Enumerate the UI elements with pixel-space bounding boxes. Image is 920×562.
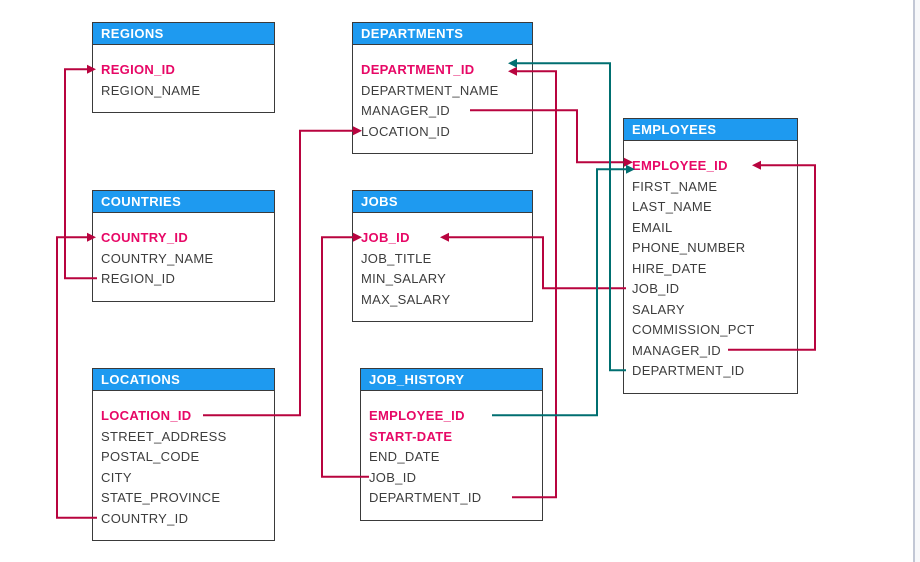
column-country_name: COUNTRY_NAME	[101, 250, 214, 266]
column-email: EMAIL	[632, 219, 673, 235]
table-title: JOB_HISTORY	[369, 372, 465, 387]
column-postal_code: POSTAL_CODE	[101, 449, 200, 464]
page-gutter	[915, 0, 920, 562]
column-min_salary: MIN_SALARY	[361, 271, 447, 286]
table-header-locations: LOCATIONS	[93, 369, 274, 391]
column-state_province: STATE_PROVINCE	[101, 490, 221, 505]
page-edge-line	[913, 0, 915, 562]
pk-column-department_id: DEPARTMENT_ID	[361, 62, 475, 77]
table-title: COUNTRIES	[101, 194, 182, 209]
column-manager_id: MANAGER_ID	[361, 103, 450, 118]
column-job_title: JOB_TITLE	[361, 250, 432, 266]
column-phone_number: PHONE_NUMBER	[632, 240, 746, 255]
table-body-countries: COUNTRY_ID COUNTRY_NAME REGION_ID	[93, 213, 274, 301]
table-body-jobs: JOB_ID JOB_TITLE MIN_SALARY MAX_SALARY	[353, 213, 532, 321]
column-department_id: DEPARTMENT_ID	[369, 490, 482, 505]
column-max_salary: MAX_SALARY	[361, 291, 451, 307]
column-job_id: JOB_ID	[632, 281, 680, 296]
table-body-departments: DEPARTMENT_ID DEPARTMENT_NAME MANAGER_ID LO…	[353, 45, 532, 153]
column-job_id: JOB_ID	[369, 469, 417, 485]
pk-column-region_id: REGION_ID	[101, 62, 176, 77]
column-last_name: LAST_NAME	[632, 199, 713, 214]
table-header-jobs: JOBS	[353, 191, 532, 213]
column-commission_pct: COMMISSION_PCT	[632, 322, 755, 337]
column-country_id: COUNTRY_ID	[101, 510, 189, 526]
pk-column-employee_id: EMPLOYEE_ID	[369, 408, 465, 423]
pk-column-location_id: LOCATION_ID	[101, 408, 192, 423]
table-header-departments: DEPARTMENTS	[353, 23, 532, 45]
pk-column-start-date: START-DATE	[369, 428, 453, 444]
column-first_name: FIRST_NAME	[632, 178, 718, 194]
table-title: EMPLOYEES	[632, 122, 717, 137]
column-department_name: DEPARTMENT_NAME	[361, 82, 499, 98]
table-header-job_history: JOB_HISTORY	[361, 369, 542, 391]
table-countries: COUNTRIES COUNTRY_ID COUNTRY_NAME REGION_ID	[92, 190, 275, 302]
table-jobs: JOBS JOB_ID JOB_TITLE MIN_SALARY MAX_SALARY	[352, 190, 533, 322]
table-body-job_history: EMPLOYEE_ID START-DATE END_DATE JOB_ID DEPAR…	[361, 391, 542, 520]
table-header-employees: EMPLOYEES	[624, 119, 797, 141]
pk-column-employee_id: EMPLOYEE_ID	[632, 158, 728, 173]
table-title: DEPARTMENTS	[361, 26, 464, 41]
column-hire_date: HIRE_DATE	[632, 260, 707, 276]
table-regions: REGIONS REGION_ID REGION_NAME	[92, 22, 275, 113]
table-departments: DEPARTMENTS DEPARTMENT_ID DEPARTMENT_NAME M…	[352, 22, 533, 154]
column-street_address: STREET_ADDRESS	[101, 428, 227, 444]
column-city: CITY	[101, 469, 132, 485]
pk-column-country_id: COUNTRY_ID	[101, 230, 189, 245]
relationship-locations-country_id-to-countries-country_id	[56, 232, 97, 519]
table-body-locations: LOCATION_ID STREET_ADDRESS POSTAL_CODE CITY…	[93, 391, 274, 540]
table-header-regions: REGIONS	[93, 23, 274, 45]
table-job_history: JOB_HISTORY EMPLOYEE_ID START-DATE END_DATE…	[360, 368, 543, 521]
table-body-regions: REGION_ID REGION_NAME	[93, 45, 274, 112]
table-header-countries: COUNTRIES	[93, 191, 274, 213]
column-manager_id: MANAGER_ID	[632, 342, 721, 358]
table-title: REGIONS	[101, 26, 164, 41]
column-region_id: REGION_ID	[101, 271, 176, 286]
column-region_name: REGION_NAME	[101, 82, 201, 98]
table-locations: LOCATIONS LOCATION_ID STREET_ADDRESS POSTAL…	[92, 368, 275, 541]
table-title: LOCATIONS	[101, 372, 181, 387]
column-department_id: DEPARTMENT_ID	[632, 363, 745, 378]
pk-column-job_id: JOB_ID	[361, 230, 410, 245]
column-location_id: LOCATION_ID	[361, 123, 451, 139]
table-body-employees: EMPLOYEE_ID FIRST_NAME LAST_NAME EMAIL PHONE…	[624, 141, 797, 393]
column-end_date: END_DATE	[369, 449, 440, 464]
table-title: JOBS	[361, 194, 399, 209]
column-salary: SALARY	[632, 301, 685, 317]
